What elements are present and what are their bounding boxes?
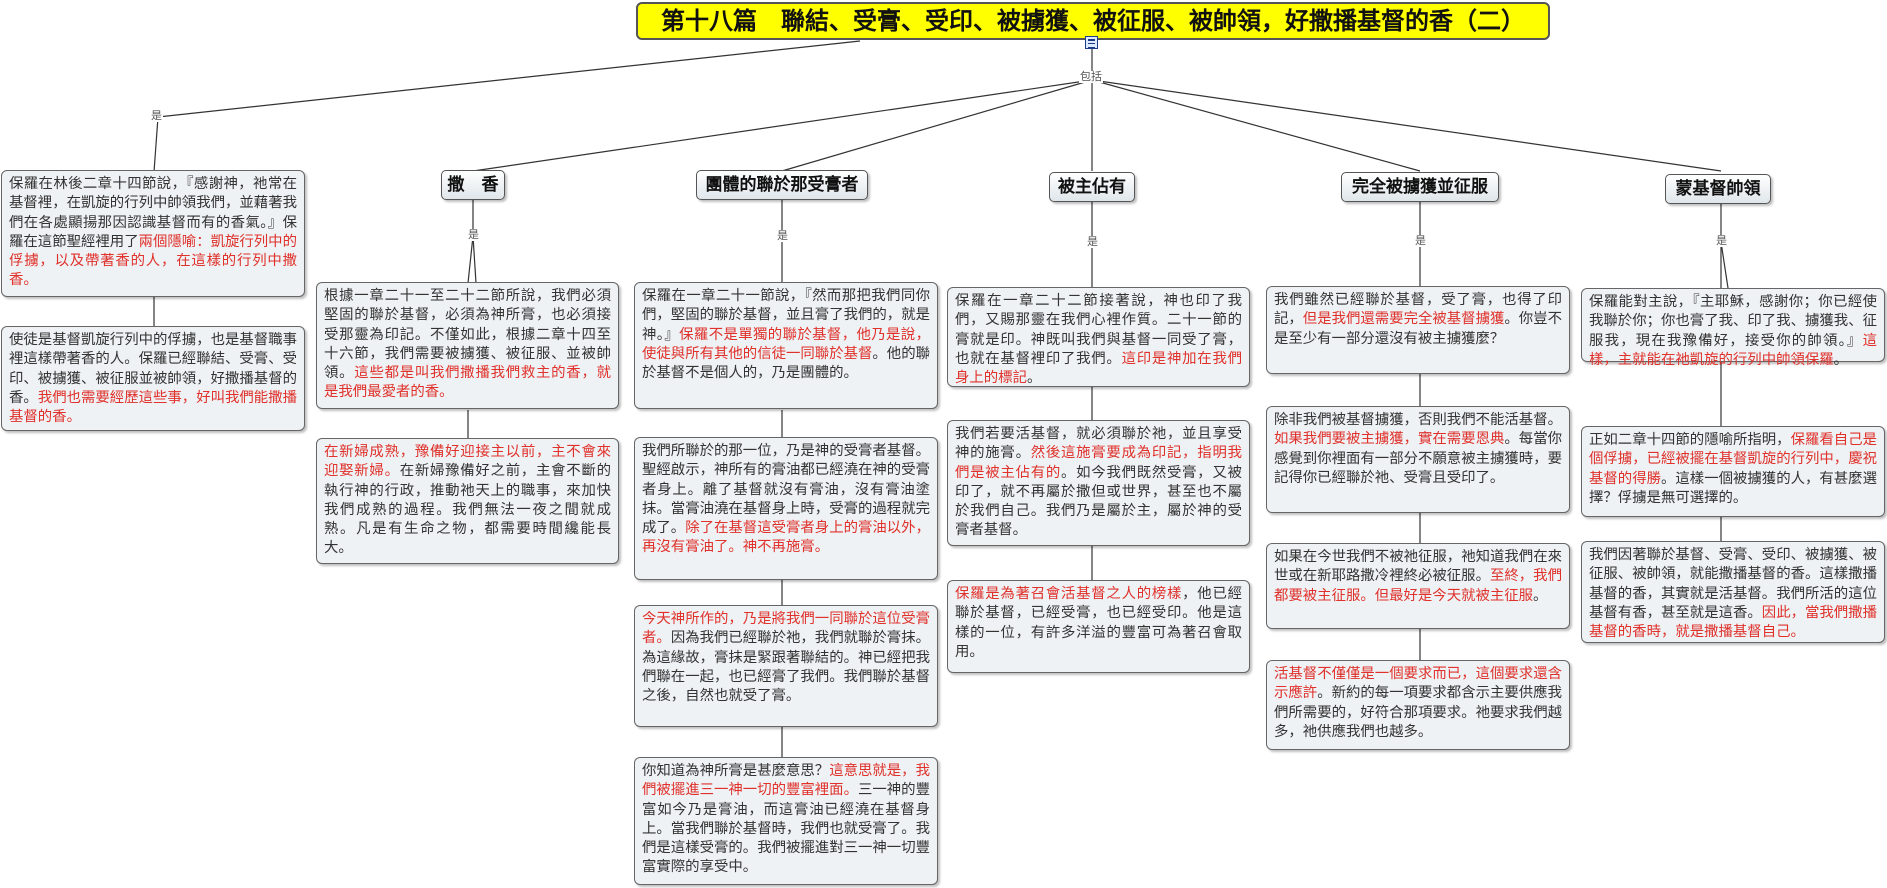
label-is: 是 (467, 228, 480, 241)
note-box: 今天神所作的，乃是將我們一同聯於這位受膏者。因為我們已經聯於祂，我們就聯於膏抹。… (634, 605, 938, 727)
note-box: 保羅在一章二十二節接著說，神也印了我們，又賜那靈在我們心裡作質。二十一節的膏就是… (947, 287, 1250, 387)
highlight-text: 除了在基督這受膏者身上的膏油以外，再沒有膏油了。神不再施膏。 (642, 520, 930, 556)
highlight-text: 兩個隱喻：凱旋行列中的俘擄，以及帶著香的人，在這樣的行列中撒香。 (9, 233, 297, 289)
body-text: 保羅在一章二十一節說，『然而那把我們同你們，堅固的聯於基督，並且膏了我們的，就是… (642, 288, 930, 343)
note-box: 如果在今世我們不被祂征服，祂知道我們在來世或在新耶路撒冷裡終必被征服。至終，我們… (1266, 543, 1570, 629)
body-text: 。這樣一個被擄獲的人，有甚麼選擇？俘擄是無可選擇的。 (1589, 470, 1877, 506)
note-box: 保羅是為著召會活基督之人的榜樣，他已經聯於基督，已經受膏，也已經受印。他是這樣的… (947, 580, 1250, 673)
label-includes: 包括 (1079, 70, 1103, 83)
category-possessed-by-lord[interactable]: 被主佔有 (1049, 172, 1135, 202)
body-text: 因為我們已經聯於祂，我們就聯於膏抹。為這緣故，膏抹是緊跟著聯結的。神已經把我們聯… (642, 630, 930, 705)
body-text: 如果在今世我們不被祂征服，祂知道我們在來世或在新耶路撒冷裡終必被征服。 (1274, 549, 1562, 585)
body-text: 我們因著聯於基督、受膏、受印、被擄獲、被征服、被帥領，就能撒播基督的香。這樣撒播… (1589, 547, 1877, 621)
category-captured-subdued[interactable]: 完全被擄獲並征服 (1341, 172, 1499, 202)
highlight-text: 但是我們還需要完全被基督擄獲 (1302, 311, 1505, 328)
body-text: 。 (1833, 351, 1849, 368)
notes-icon[interactable] (1085, 36, 1098, 49)
highlight-text: 在新婦成熟，豫備好迎接主以前，主不會來迎娶新婦。 (324, 444, 611, 480)
body-text: 在新婦豫備好之前，主會不斷的執行神的行政，推動祂天上的職事，來加快我們成熟的過程… (324, 463, 611, 557)
note-box: 根據一章二十一至二十二節所說，我們必須堅固的聯於基督，必須為神所膏，也必須接受那… (316, 282, 619, 409)
highlight-text: 至終，我們都要被主征服。但最好是今天就被主征服 (1274, 568, 1562, 604)
body-text: 使徒是基督凱旋行列中的俘擄，也是基督職事裡這樣帶著香的人。保羅已經聯結、受膏、受… (9, 332, 297, 406)
highlight-text: 保羅是為著召會活基督之人的榜樣 (955, 586, 1183, 602)
label-is: 是 (1715, 234, 1728, 247)
body-text: 保羅在一章二十二節接著說，神也印了我們，又賜那靈在我們心裡作質。二十一節的膏就是… (955, 293, 1242, 367)
highlight-text: 這些都是叫我們撒播我們救主的香，就是我們最愛者的香。 (324, 365, 611, 401)
highlight-text: 我們也需要經歷這些事，好叫我們能撒播基督的香。 (9, 389, 297, 426)
label-is: 是 (150, 109, 163, 122)
note-box: 你知道為神所膏是甚麼意思？這意思就是，我們被擺進三一神一切的豐富裡面。三一神的豐… (634, 757, 938, 885)
highlight-text: 活基督不僅僅是一個要求而已，這個要求還含示應許 (1274, 666, 1562, 702)
note-box: 我們雖然已經聯於基督，受了膏，也得了印記，但是我們還需要完全被基督擄獲。你豈不是… (1266, 286, 1570, 374)
body-text: 根據一章二十一至二十二節所說，我們必須堅固的聯於基督，必須為神所膏，也必須接受那… (324, 288, 611, 382)
category-led-by-christ[interactable]: 蒙基督帥領 (1665, 174, 1771, 204)
map-title: 第十八篇 聯結、受膏、受印、被擄獲、被征服、被帥領，好撒播基督的香（二） (636, 2, 1550, 40)
highlight-text: 這樣，主就能在祂凱旋的行列中帥領保羅 (1589, 332, 1877, 368)
body-text: 。新約的每一項要求都含示主要供應我們所需要的，好符合那項要求。祂要求我們越多，祂… (1274, 685, 1562, 740)
body-text: 三一神的豐富如今乃是膏油，而這膏油已經澆在基督身上。當我們聯於基督時，我們也就受… (642, 782, 930, 876)
note-box: 我們所聯於的那一位，乃是神的受膏者基督。聖經啟示，神所有的膏油都已經澆在神的受膏… (634, 437, 938, 580)
body-text: 。如今我們既然受膏，又被印了，就不再屬於撒但或世界，甚至也不屬於我們自己。我們乃… (955, 464, 1242, 539)
body-text: 你知道為神所膏是甚麼意思？ (642, 763, 830, 779)
note-box: 我們因著聯於基督、受膏、受印、被擄獲、被征服、被帥領，就能撒播基督的香。這樣撒播… (1581, 541, 1885, 643)
note-box: 除非我們被基督擄獲，否則我們不能活基督。如果我們要被主擄獲，實在需要恩典。每當你… (1266, 406, 1570, 513)
body-text: 我們雖然已經聯於基督，受了膏，也得了印記， (1274, 292, 1562, 328)
body-text: 。 (1533, 587, 1548, 604)
body-text: 。他的聯於基督不是個人的，乃是團體的。 (642, 345, 930, 382)
category-scatter-fragrance[interactable]: 撒 香 (441, 170, 505, 200)
note-box: 使徒是基督凱旋行列中的俘擄，也是基督職事裡這樣帶著香的人。保羅已經聯結、受膏、受… (1, 326, 305, 431)
note-box: 在新婦成熟，豫備好迎接主以前，主不會來迎娶新婦。在新婦豫備好之前，主會不斷的執行… (316, 438, 619, 564)
note-box: 我們若要活基督，就必須聯於祂，並且享受神的施膏。然後這施膏要成為印記，指明我們是… (947, 420, 1250, 546)
category-corporate-union[interactable]: 團體的聯於那受膏者 (696, 170, 868, 200)
highlight-text: 這意思就是，我們被擺進三一神一切的豐富裡面。 (642, 763, 930, 799)
highlight-text: 然後這施膏要成為印記，指明我們是被主佔有的 (955, 445, 1242, 481)
body-text: 除非我們被基督擄獲，否則我們不能活基督。 (1274, 412, 1562, 428)
body-text: 。 (1026, 370, 1042, 387)
highlight-text: 因此，當我們撒播基督的香時，就是撒播基督自己。 (1589, 604, 1877, 641)
note-box: 保羅在林後二章十四節說，『感謝神，祂常在基督裡，在凱旋的行列中帥領我們，並藉著我… (1, 170, 305, 297)
body-text: 我們所聯於的那一位，乃是神的受膏者基督。聖經啟示，神所有的膏油都已經澆在神的受膏… (642, 443, 930, 537)
note-box: 活基督不僅僅是一個要求而已，這個要求還含示應許。新約的每一項要求都含示主要供應我… (1266, 660, 1570, 750)
note-box: 正如二章十四節的隱喻所指明，保羅看自己是個俘擄，已經被擺在基督凱旋的行列中，慶祝… (1581, 426, 1885, 517)
label-is: 是 (1086, 235, 1099, 248)
highlight-text: 這印是神加在我們身上的標記 (955, 350, 1242, 387)
highlight-text: 保羅看自己是個俘擄，已經被擺在基督凱旋的行列中，慶祝基督的得勝 (1589, 432, 1877, 487)
body-text: 保羅在林後二章十四節說，『感謝神，祂常在基督裡，在凱旋的行列中帥領我們，並藉著我… (9, 176, 297, 250)
body-text: 。每當你感覺到你裡面有一部分不願意被主擄獲時，要記得你已經聯於祂、受膏且受印了。 (1274, 431, 1562, 486)
body-text: 正如二章十四節的隱喻所指明， (1589, 432, 1791, 448)
body-text: 我們若要活基督，就必須聯於祂，並且享受神的施膏。 (955, 426, 1242, 462)
highlight-text: 今天神所作的，乃是將我們一同聯於這位受膏者。 (642, 611, 930, 647)
body-text: 保羅能對主說，『主耶穌，感謝你；你已經使我聯於你；你也膏了我、印了我、擄獲我、征… (1589, 294, 1877, 349)
note-box: 保羅能對主說，『主耶穌，感謝你；你已經使我聯於你；你也膏了我、印了我、擄獲我、征… (1581, 288, 1885, 368)
label-is: 是 (776, 229, 789, 242)
label-is: 是 (1414, 234, 1427, 247)
highlight-text: 保羅不是單獨的聯於基督，他乃是說，使徒與所有其他的信徒一同聯於基督 (642, 326, 930, 362)
note-box: 保羅在一章二十一節說，『然而那把我們同你們，堅固的聯於基督，並且膏了我們的，就是… (634, 282, 938, 409)
highlight-text: 如果我們要被主擄獲，實在需要恩典 (1274, 431, 1505, 448)
body-text: ，他已經聯於基督，已經受膏，也已經受印。他是這樣的一位，有許多洋溢的豐富可為著召… (955, 586, 1242, 660)
body-text: 。你豈不是至少有一部分還沒有被主擄獲麼？ (1274, 311, 1562, 347)
